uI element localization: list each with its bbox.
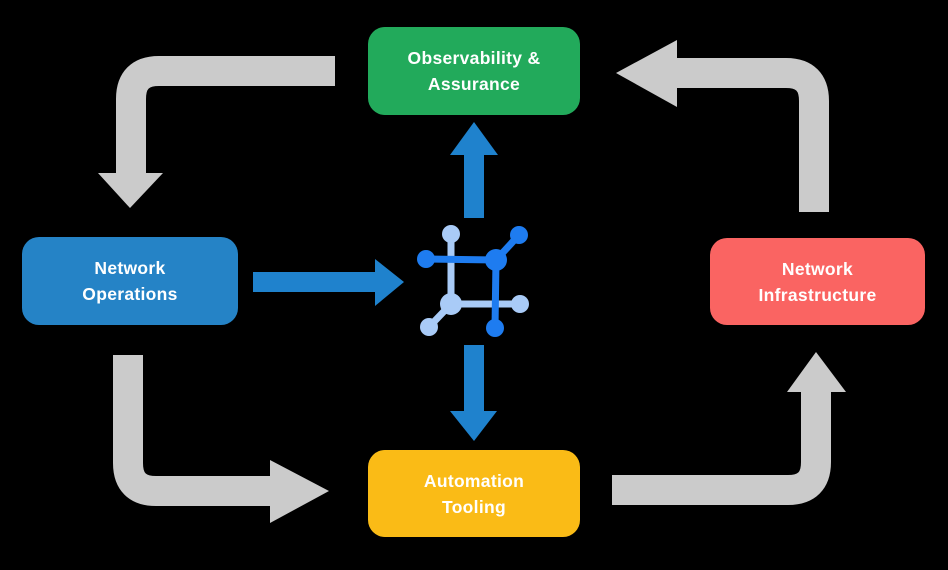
node-label-line: Tooling (442, 496, 506, 517)
node-label-line: Network (781, 258, 854, 279)
arrow-automation-to-infrastructure (612, 352, 846, 505)
node-label-line: Observability & (407, 48, 541, 68)
node-observability-assurance: Observability & Assurance (368, 27, 580, 115)
arrow-observability-to-operations (98, 56, 335, 208)
arrow-icon-to-observability (450, 122, 498, 218)
arrow-operations-to-automation (113, 355, 329, 523)
node-label-line: Operations (82, 284, 178, 304)
node-automation-tooling: Automation Tooling (368, 450, 580, 537)
node-network-operations: Network Operations (22, 237, 238, 325)
node-label-line: Infrastructure (758, 284, 877, 305)
arrow-icon-to-automation (450, 345, 497, 441)
node-label-line: Assurance (427, 74, 521, 94)
network-nodes-icon (417, 225, 529, 337)
node-label-line: Automation (423, 470, 525, 491)
arrow-infrastructure-to-observability (616, 40, 829, 212)
arrow-operations-to-icon (253, 259, 404, 306)
node-network-infrastructure: Network Infrastructure (710, 238, 925, 325)
node-label-line: Network (94, 258, 166, 278)
